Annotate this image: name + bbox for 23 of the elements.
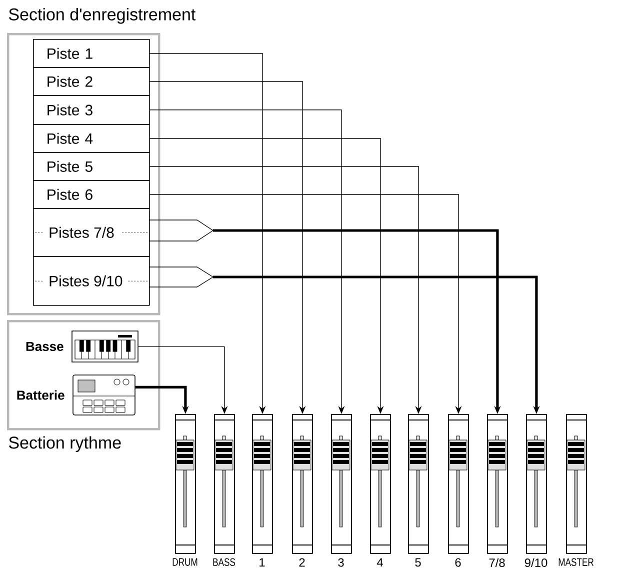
device-label: Basse [26, 342, 64, 352]
fader-label: 5 [415, 558, 421, 567]
fader-label: 1 [260, 558, 265, 566]
fader-label: 3 [338, 558, 344, 567]
track-box: Pistes 7/8 [33, 208, 150, 257]
node-label: Section d'enregistrement [8, 8, 196, 24]
fader-label: BASS [213, 558, 236, 566]
track-box: Piste 6 [33, 180, 150, 209]
track-box: Piste 4 [33, 124, 150, 153]
fader-label: 6 [455, 558, 461, 567]
fader-label: 4 [376, 558, 383, 566]
fader-label: DRUM [172, 558, 198, 566]
fader-label: 2 [299, 558, 305, 567]
fader-label: 7/8 [489, 558, 505, 568]
track-box: Pistes 9/10 [33, 256, 150, 306]
node-label: Section rythme [8, 436, 121, 452]
device-label: Batterie [17, 390, 64, 400]
track-box: Piste 3 [33, 95, 150, 125]
fader-label: MASTER [558, 558, 594, 566]
track-box: Piste 2 [33, 67, 150, 96]
track-box: Piste 1 [33, 39, 150, 68]
fader-label: 9/10 [524, 558, 548, 568]
track-box: Piste 5 [33, 152, 150, 181]
